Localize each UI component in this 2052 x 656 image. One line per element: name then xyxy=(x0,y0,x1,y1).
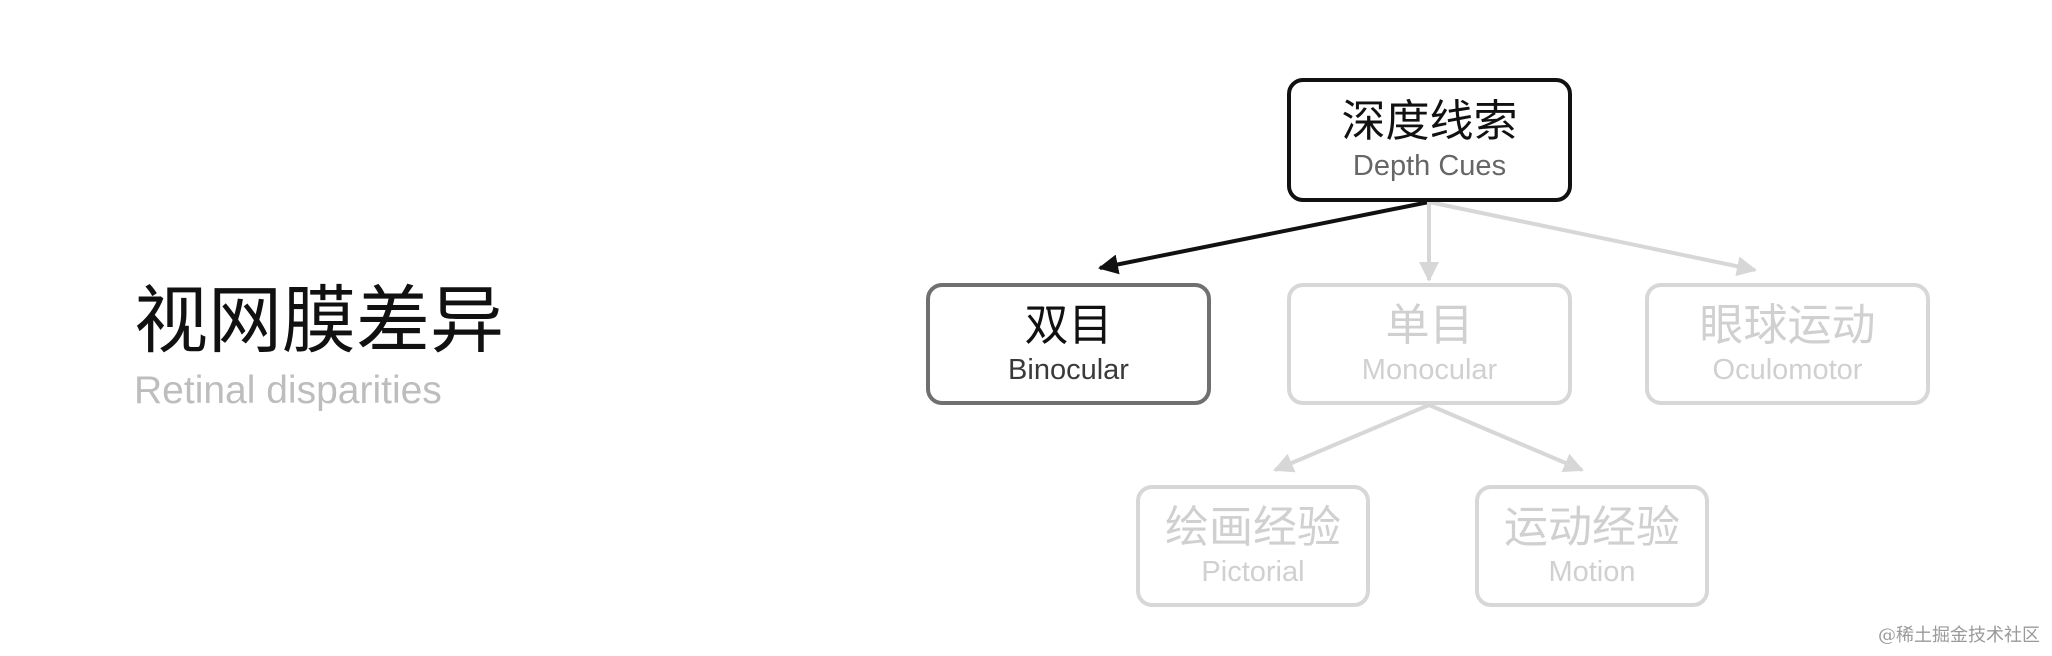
node-monocular: 单目 Monocular xyxy=(1287,283,1572,405)
edge-root-to-binocular xyxy=(1098,200,1430,275)
node-monocular-zh: 单目 xyxy=(1385,300,1474,351)
node-oculomotor: 眼球运动 Oculomotor xyxy=(1645,283,1930,405)
node-oculomotor-en: Oculomotor xyxy=(1712,354,1863,386)
node-pictorial: 绘画经验 Pictorial xyxy=(1136,485,1370,607)
node-oculomotor-zh: 眼球运动 xyxy=(1699,300,1876,351)
edge-root-to-oculomotor xyxy=(1428,200,1757,277)
node-motion: 运动经验 Motion xyxy=(1475,485,1709,607)
node-depth-cues-zh: 深度线索 xyxy=(1341,96,1518,147)
node-depth-cues-en: Depth Cues xyxy=(1352,150,1507,182)
node-pictorial-zh: 绘画经验 xyxy=(1165,502,1341,553)
node-motion-en: Motion xyxy=(1548,556,1636,588)
node-motion-zh: 运动经验 xyxy=(1504,502,1680,553)
node-pictorial-en: Pictorial xyxy=(1201,556,1305,588)
node-monocular-en: Monocular xyxy=(1361,354,1498,386)
watermark: @稀土掘金技术社区 xyxy=(1878,625,2040,646)
edge-monocular-to-pictorial xyxy=(1273,403,1430,473)
node-binocular: 双目 Binocular xyxy=(926,283,1211,405)
heading-subtitle-en: Retinal disparities xyxy=(134,369,442,412)
edge-monocular-to-motion xyxy=(1428,403,1584,473)
heading-title-zh: 视网膜差异 xyxy=(134,278,504,364)
node-depth-cues: 深度线索 Depth Cues xyxy=(1287,78,1572,202)
node-binocular-en: Binocular xyxy=(1008,354,1129,386)
slide-heading: 视网膜差异 Retinal disparities xyxy=(134,278,734,414)
node-binocular-zh: 双目 xyxy=(1024,300,1113,351)
